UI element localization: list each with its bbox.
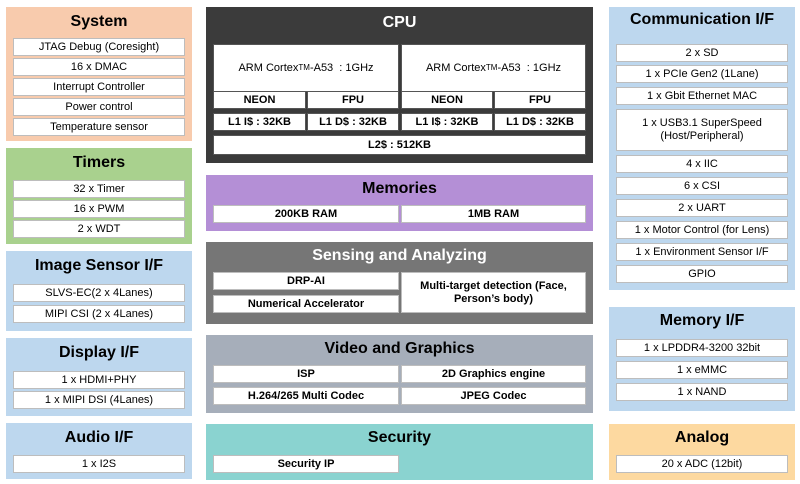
memory-if-item-lpddr4: 1 x LPDDR4-3200 32bit (616, 339, 788, 357)
cpu-neon-1: NEON (213, 91, 306, 109)
security-panel: Security Security IP (206, 424, 593, 480)
communication-panel: Communication I/F 2 x SD 1 x PCIe Gen2 (… (609, 7, 795, 290)
comm-item-usb: 1 x USB3.1 SuperSpeed (Host/Peripheral) (616, 109, 788, 151)
cpu-l2-cache: L2$ : 512KB (213, 135, 586, 155)
cpu-core-2-prefix: ARM Cortex (425, 61, 486, 74)
display-title: Display I/F (58, 344, 140, 361)
comm-item-sd: 2 x SD (616, 44, 788, 62)
system-panel: System JTAG Debug (Coresight) 16 x DMAC … (6, 7, 192, 141)
comm-item-csi: 6 x CSI (616, 177, 788, 195)
image-sensor-panel: Image Sensor I/F SLVS-EC(2 x 4Lanes) MIP… (6, 251, 192, 331)
system-item-temperature: Temperature sensor (13, 118, 185, 136)
timers-item-wdt: 2 x WDT (13, 220, 185, 238)
timers-title: Timers (72, 154, 126, 171)
security-title: Security (367, 429, 432, 446)
memory-if-panel: Memory I/F 1 x LPDDR4-3200 32bit 1 x eMM… (609, 307, 795, 411)
audio-item-i2s: 1 x I2S (13, 455, 185, 473)
analog-title: Analog (674, 429, 730, 446)
comm-item-pcie: 1 x PCIe Gen2 (1Lane) (616, 65, 788, 83)
image-sensor-item-slvs: SLVS-EC(2 x 4Lanes) (13, 284, 185, 302)
audio-title: Audio I/F (64, 429, 134, 446)
cpu-neon-2: NEON (401, 91, 493, 109)
security-item-ip: Security IP (213, 455, 399, 473)
sensing-numerical-accelerator: Numerical Accelerator (213, 295, 399, 313)
comm-item-env-sensor: 1 x Environment Sensor I/F (616, 243, 788, 261)
timers-item-timer: 32 x Timer (13, 180, 185, 198)
sensing-multi-target-detection: Multi-target detection (Face, Person’s b… (401, 272, 586, 313)
video-title: Video and Graphics (324, 340, 475, 357)
comm-item-uart: 2 x UART (616, 199, 788, 217)
image-sensor-title: Image Sensor I/F (34, 257, 164, 274)
sensing-drp-ai: DRP-AI (213, 272, 399, 290)
cpu-l1d-2: L1 D$ : 32KB (494, 113, 586, 131)
timers-item-pwm: 16 x PWM (13, 200, 185, 218)
video-panel: Video and Graphics ISP 2D Graphics engin… (206, 335, 593, 413)
comm-item-iic: 4 x IIC (616, 155, 788, 173)
comm-item-gpio: GPIO (616, 265, 788, 283)
cpu-core-1-prefix: ARM Cortex (238, 61, 299, 74)
comm-item-ethernet: 1 x Gbit Ethernet MAC (616, 87, 788, 105)
display-panel: Display I/F 1 x HDMI+PHY 1 x MIPI DSI (4… (6, 338, 192, 416)
memories-panel: Memories 200KB RAM 1MB RAM (206, 175, 593, 231)
display-item-mipi-dsi: 1 x MIPI DSI (4Lanes) (13, 391, 185, 409)
memories-title: Memories (362, 180, 437, 197)
cpu-fpu-1: FPU (307, 91, 399, 109)
memory-if-item-nand: 1 x NAND (616, 383, 788, 401)
sensing-panel: Sensing and Analyzing DRP-AI Numerical A… (206, 242, 593, 324)
memories-item-1mb: 1MB RAM (401, 205, 586, 223)
cpu-l1d-1: L1 D$ : 32KB (307, 113, 399, 131)
video-item-jpeg-codec: JPEG Codec (401, 387, 586, 405)
cpu-fpu-2: FPU (494, 91, 586, 109)
cpu-title: CPU (382, 14, 417, 31)
cpu-l1i-2: L1 I$ : 32KB (401, 113, 493, 131)
system-item-dmac: 16 x DMAC (13, 58, 185, 76)
communication-title: Communication I/F (630, 11, 774, 28)
analog-item-adc: 20 x ADC (12bit) (616, 455, 788, 473)
system-item-jtag: JTAG Debug (Coresight) (13, 38, 185, 56)
comm-item-motor: 1 x Motor Control (for Lens) (616, 221, 788, 239)
sensing-title: Sensing and Analyzing (312, 247, 487, 264)
timers-panel: Timers 32 x Timer 16 x PWM 2 x WDT (6, 148, 192, 244)
analog-panel: Analog 20 x ADC (12bit) (609, 424, 795, 480)
cpu-core-2-suffix: -A53 : 1GHz (497, 61, 562, 74)
cpu-l1i-1: L1 I$ : 32KB (213, 113, 306, 131)
video-item-h264-codec: H.264/265 Multi Codec (213, 387, 399, 405)
system-item-interrupt: Interrupt Controller (13, 78, 185, 96)
video-item-2d-graphics: 2D Graphics engine (401, 365, 586, 383)
system-title: System (70, 13, 128, 30)
system-item-power: Power control (13, 98, 185, 116)
video-item-isp: ISP (213, 365, 399, 383)
memories-item-200kb: 200KB RAM (213, 205, 399, 223)
audio-panel: Audio I/F 1 x I2S (6, 423, 192, 479)
image-sensor-item-mipi: MIPI CSI (2 x 4Lanes) (13, 305, 185, 323)
display-item-hdmi: 1 x HDMI+PHY (13, 371, 185, 389)
cpu-core-1-suffix: -A53 : 1GHz (309, 61, 374, 74)
memory-if-title: Memory I/F (659, 312, 745, 329)
memory-if-item-emmc: 1 x eMMC (616, 361, 788, 379)
